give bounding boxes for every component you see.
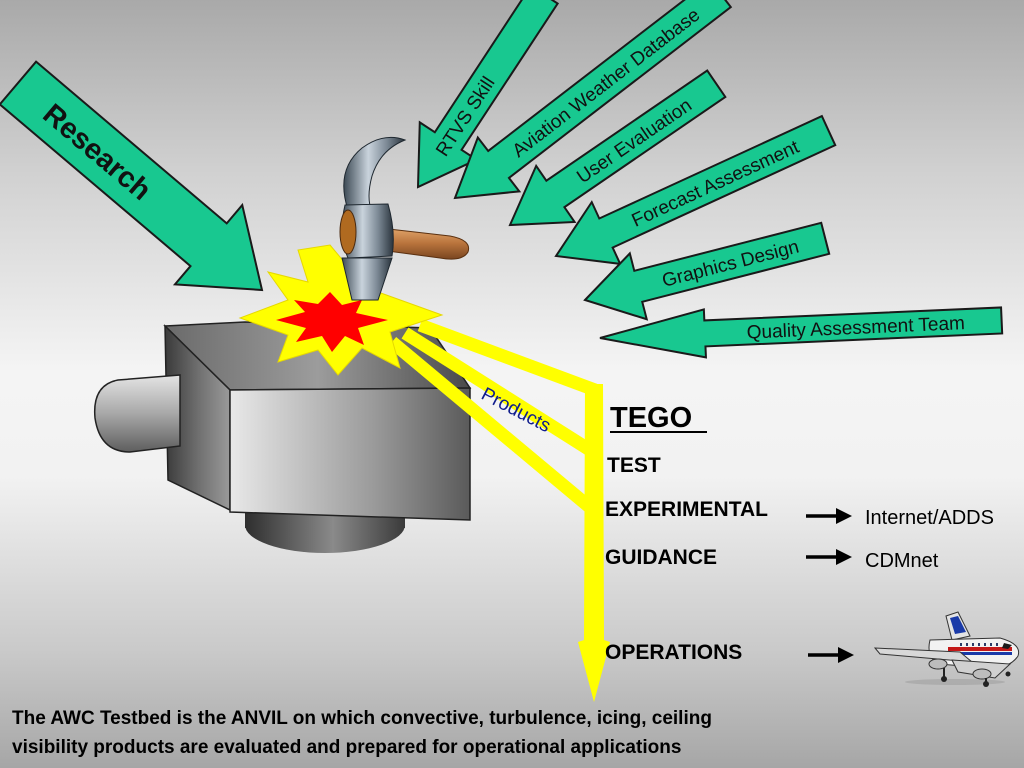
flow-down-arrow xyxy=(578,384,610,702)
arrow-quality-assessment-team: Quality Assessment Team xyxy=(599,306,1004,359)
arrow-to-cdmnet xyxy=(806,549,852,565)
anvil-illustration xyxy=(93,321,472,553)
caption-line-2: visibility products are evaluated and pr… xyxy=(12,737,682,758)
arrow-to-internet-adds xyxy=(806,508,852,524)
stage-operations: OPERATIONS xyxy=(605,641,742,664)
flow-line-1 xyxy=(417,318,598,397)
flow-line-3 xyxy=(387,337,598,515)
hammer-illustration xyxy=(339,136,470,301)
airliner-icon xyxy=(873,611,1020,687)
forecast-assessment-label: Forecast Assessment xyxy=(629,136,803,231)
hammer-claw xyxy=(343,136,407,213)
input-arrows: Research RTVS Skill Aviation Weather Dat… xyxy=(0,0,1004,359)
arrow-to-aircraft xyxy=(808,647,854,663)
stage-guidance: GUIDANCE xyxy=(605,546,717,569)
burst-red xyxy=(276,292,388,352)
product-flow xyxy=(387,318,610,702)
arrow-research: Research xyxy=(0,60,264,292)
stage-test: TEST xyxy=(607,454,661,477)
hammer-face-cap xyxy=(339,209,357,255)
stage-experimental: EXPERIMENTAL xyxy=(605,498,768,521)
flow-line-2 xyxy=(401,327,597,458)
impact-burst xyxy=(238,244,444,376)
destination-cdmnet: CDMnet xyxy=(865,550,939,572)
anvil-front-face xyxy=(229,387,471,521)
tego-title: TEGO xyxy=(610,402,692,434)
caption: The AWC Testbed is the ANVIL on which co… xyxy=(12,704,1012,762)
hammer-handle xyxy=(379,227,470,260)
caption-line-1: The AWC Testbed is the ANVIL on which co… xyxy=(12,708,712,729)
hammer-neck xyxy=(341,257,393,301)
destination-internet-adds: Internet/ADDS xyxy=(865,507,994,529)
tego-panel: TEGO TEST EXPERIMENTAL GUIDANCE OPERATIO… xyxy=(605,402,994,664)
anvil-horn xyxy=(93,374,181,453)
